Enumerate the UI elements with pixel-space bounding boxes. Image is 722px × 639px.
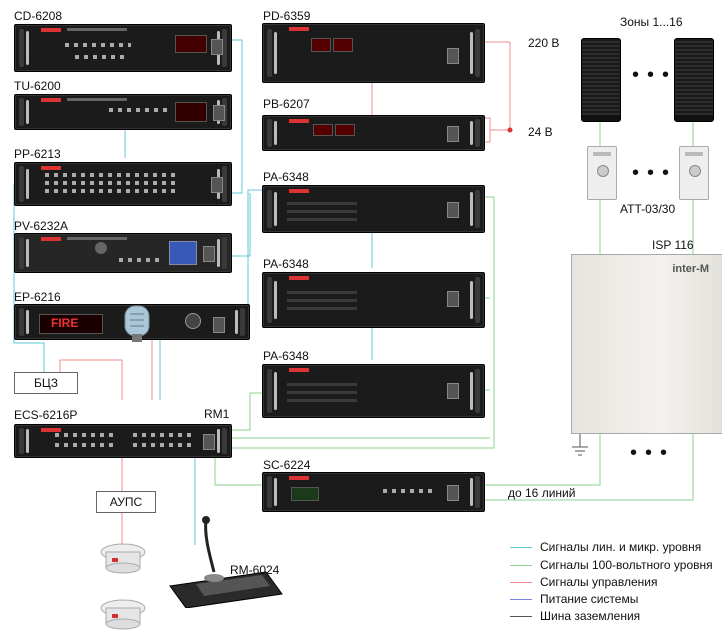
control-wires	[59, 41, 511, 548]
rack-pa6348-2	[262, 272, 485, 328]
more-lines-indicator: •••	[630, 442, 676, 464]
label-sc6224: SC-6224	[263, 458, 311, 472]
label-pv6232a: PV-6232A	[14, 219, 69, 233]
legend-swatch-control	[510, 582, 532, 583]
isp116-cabinet: inter-M	[571, 254, 722, 434]
rack-ecs6216p	[14, 424, 232, 458]
rack-pa6348-3	[262, 364, 485, 418]
legend-item-ground: Шина заземления	[540, 609, 641, 623]
legend-swatch-100v	[510, 565, 532, 566]
more-attenuators-indicator: •••	[632, 162, 678, 184]
label-att: ATT-03/30	[620, 202, 676, 216]
junction-dot	[507, 127, 513, 133]
smoke-detector-icon	[98, 540, 146, 576]
label-pp6213: PP-6213	[14, 147, 61, 161]
rack-tu6200	[14, 94, 232, 130]
label-rm1: RM1	[204, 407, 230, 421]
label-pd6359: PD-6359	[263, 9, 311, 23]
label-zones: Зоны 1...16	[620, 15, 683, 29]
hundred-volt-wires	[214, 120, 694, 501]
label-ep6216: EP-6216	[14, 290, 61, 304]
speaker-icon	[581, 38, 621, 122]
paging-console-icon	[166, 516, 284, 609]
rack-pa6348-1	[262, 185, 485, 233]
label-pa6348-3: PA-6348	[263, 349, 309, 363]
label-pa6348-1: PA-6348	[263, 170, 309, 184]
legend-item-signal: Сигналы лин. и микр. уровня	[540, 540, 702, 554]
rack-pp6213	[14, 162, 232, 206]
rack-pb6207	[262, 115, 485, 151]
bcz-box: БЦЗ	[14, 372, 78, 394]
aups-box: АУПС	[96, 491, 156, 513]
label-ecs6216p: ECS-6216P	[14, 408, 78, 422]
legend-swatch-ground	[510, 616, 532, 617]
label-16-lines: до 16 линий	[508, 486, 576, 500]
attenuator-icon	[679, 146, 709, 200]
speaker-icon	[674, 38, 714, 122]
more-speakers-indicator: •••	[632, 64, 678, 86]
smoke-detector-icon	[98, 596, 146, 632]
attenuator-icon	[587, 146, 617, 200]
legend-swatch-power	[510, 599, 532, 600]
legend-swatch-signal	[510, 547, 532, 548]
fire-indicator: FIRE	[51, 316, 79, 330]
rack-cd6208	[14, 24, 232, 72]
label-isp116: ISP 116	[652, 238, 694, 252]
label-pb6207: PB-6207	[263, 97, 310, 111]
rack-pv6232a	[14, 233, 232, 273]
label-220v: 220 В	[528, 36, 560, 50]
label-cd6208: CD-6208	[14, 9, 63, 23]
isp-brand-logo: inter-M	[672, 263, 709, 275]
label-24v: 24 В	[528, 125, 553, 139]
rack-sc6224	[262, 472, 485, 512]
label-rm6024: RM-6024	[230, 563, 280, 577]
legend-item-control: Сигналы управления	[540, 575, 658, 589]
rack-pd6359	[262, 23, 485, 83]
fire-microphone-icon	[122, 302, 152, 342]
label-tu6200: TU-6200	[14, 79, 61, 93]
legend-item-100v: Сигналы 100-вольтного уровня	[540, 558, 713, 572]
label-pa6348-2: PA-6348	[263, 257, 309, 271]
legend-item-power: Питание системы	[540, 592, 639, 606]
